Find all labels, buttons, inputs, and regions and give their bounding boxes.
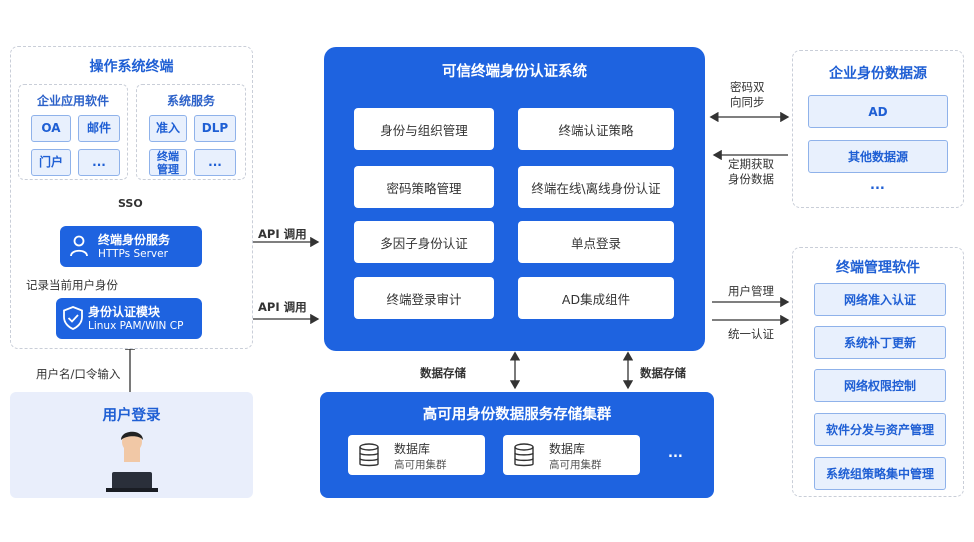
mgmt-network-access[interactable]: 网络准入认证 — [814, 283, 946, 316]
source-more: ... — [870, 178, 885, 193]
terminal-mgmt-title: 终端管理软件 — [836, 260, 920, 276]
unified-auth-label: 统一认证 — [728, 327, 774, 341]
record-label: 记录当前用户身份 — [26, 278, 118, 292]
module-mfa[interactable]: 多因子身份认证 — [354, 221, 494, 263]
db-1-title: 数据库 — [394, 442, 431, 456]
user-mgmt-label: 用户管理 — [728, 284, 774, 298]
mgmt-software-asset[interactable]: 软件分发与资产管理 — [814, 413, 946, 446]
mgmt-group-policy[interactable]: 系统组策略集中管理 — [814, 457, 946, 490]
identity-service-subtitle: HTTPs Server — [98, 248, 168, 260]
enterprise-source-title: 企业身份数据源 — [829, 66, 927, 82]
identity-service-title: 终端身份服务 — [98, 233, 171, 247]
api-label-2: API 调用 — [258, 300, 307, 314]
mgmt-permission-control[interactable]: 网络权限控制 — [814, 369, 946, 402]
source-ad[interactable]: AD — [808, 95, 948, 128]
database-icon — [359, 443, 379, 467]
input-label: 用户名/口令输入 — [36, 367, 121, 381]
module-online-offline-auth[interactable]: 终端在线\离线身份认证 — [518, 166, 674, 208]
sync-label: 密码双 向同步 — [730, 80, 765, 109]
source-other[interactable]: 其他数据源 — [808, 140, 948, 173]
storage-label-1: 数据存储 — [420, 366, 466, 380]
service-more[interactable]: ... — [194, 149, 236, 176]
service-access[interactable]: 准入 — [149, 115, 187, 142]
service-terminal-mgmt[interactable]: 终端 管理 — [149, 149, 187, 176]
os-terminal-title: 操作系统终端 — [89, 59, 174, 75]
mgmt-patch-update[interactable]: 系统补丁更新 — [814, 326, 946, 359]
user-login-panel[interactable]: 用户登录 — [10, 392, 253, 498]
storage-label-2: 数据存储 — [640, 366, 686, 380]
app-portal[interactable]: 门户 — [31, 149, 71, 176]
db-1-subtitle: 高可用集群 — [394, 459, 447, 471]
enterprise-apps-title: 企业应用软件 — [36, 94, 109, 108]
sso-label: SSO — [118, 197, 143, 210]
user-at-laptop-icon — [106, 431, 158, 492]
db-2-title: 数据库 — [549, 442, 586, 456]
api-label-1: API 调用 — [258, 227, 307, 241]
app-oa[interactable]: OA — [31, 115, 71, 142]
identity-service-card[interactable]: 终端身份服务 HTTPs Server — [60, 226, 202, 267]
auth-module-title: 身份认证模块 — [88, 305, 161, 319]
db-2-subtitle: 高可用集群 — [549, 459, 602, 471]
auth-module-card[interactable]: 身份认证模块 Linux PAM/WIN CP — [56, 298, 202, 339]
app-more[interactable]: ... — [78, 149, 120, 176]
system-services-title: 系统服务 — [166, 94, 215, 108]
cluster-more: ... — [668, 446, 683, 461]
storage-cluster-title: 高可用身份数据服务存储集群 — [422, 407, 612, 423]
enterprise-source-panel — [792, 50, 964, 208]
db-cluster-1[interactable]: 数据库 高可用集群 — [348, 435, 485, 475]
trusted-system-title: 可信终端身份认证系统 — [442, 64, 587, 80]
database-icon — [514, 443, 534, 467]
app-mail[interactable]: 邮件 — [78, 115, 120, 142]
module-sso[interactable]: 单点登录 — [518, 221, 674, 263]
service-dlp[interactable]: DLP — [194, 115, 236, 142]
module-ad-integration[interactable]: AD集成组件 — [518, 277, 674, 319]
module-identity-org[interactable]: 身份与组织管理 — [354, 108, 494, 150]
auth-module-subtitle: Linux PAM/WIN CP — [88, 320, 184, 332]
fetch-label: 定期获取 身份数据 — [728, 157, 774, 186]
module-password-policy[interactable]: 密码策略管理 — [354, 166, 494, 208]
module-login-audit[interactable]: 终端登录审计 — [354, 277, 494, 319]
user-login-title: 用户登录 — [102, 408, 161, 424]
user-icon — [70, 235, 88, 257]
db-cluster-2[interactable]: 数据库 高可用集群 — [503, 435, 640, 475]
module-terminal-auth-policy[interactable]: 终端认证策略 — [518, 108, 674, 150]
shield-icon — [63, 306, 83, 330]
